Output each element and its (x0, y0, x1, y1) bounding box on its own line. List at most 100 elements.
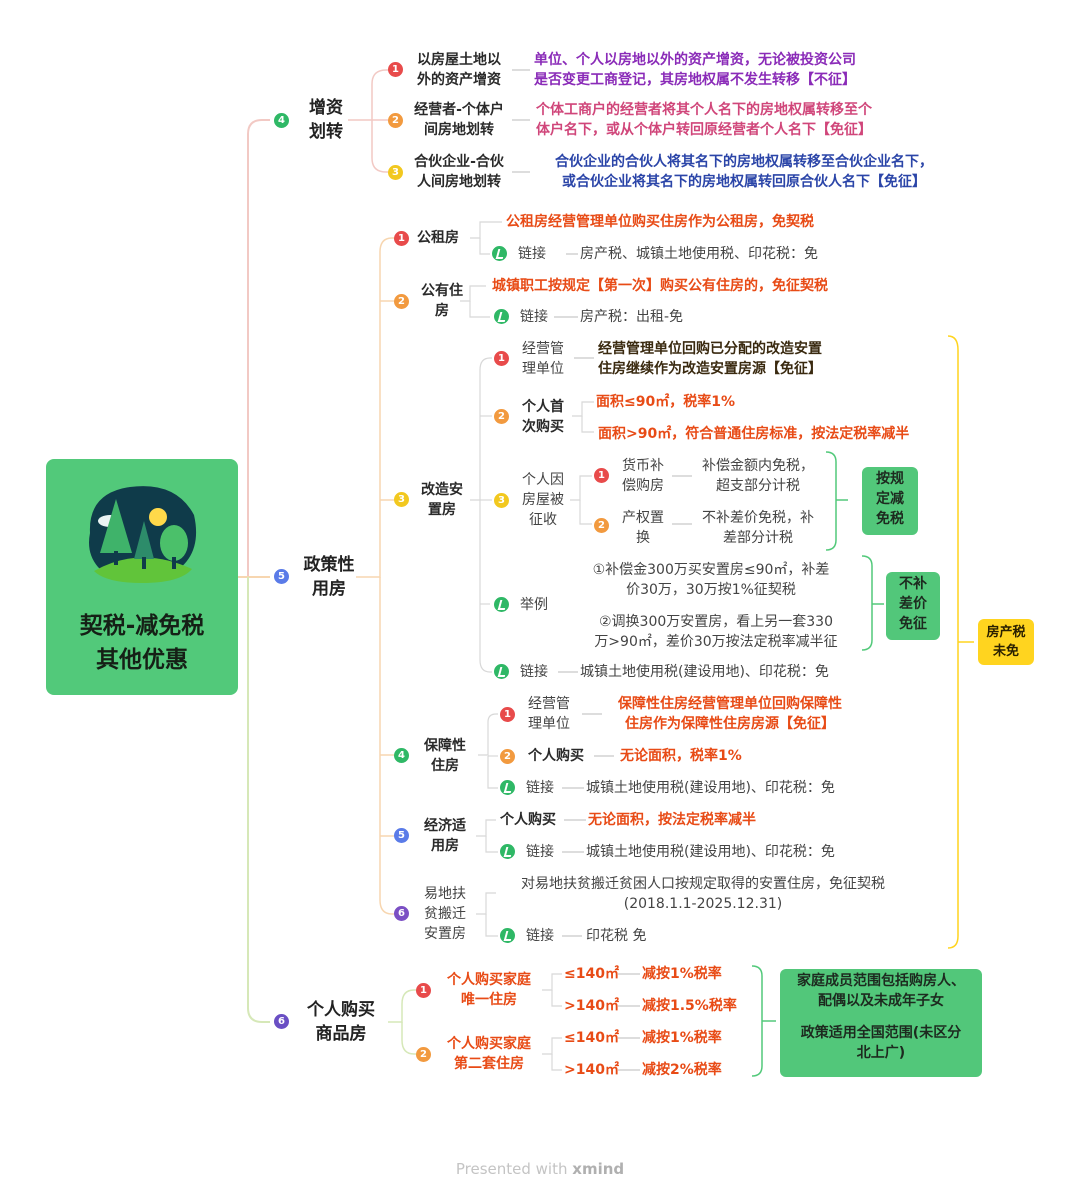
branch-6-topic[interactable]: 个人购买 商品房 (296, 998, 386, 1046)
branch-4-topic[interactable]: 增资 划转 (296, 96, 356, 144)
s3-link-icon (494, 664, 509, 679)
b6-p2-badge: 2 (416, 1047, 431, 1062)
s3-label-line2: 置房 (414, 500, 470, 520)
s2-label-line2: 房 (414, 301, 470, 321)
branch-6-number-badge: 6 (274, 1014, 289, 1029)
s6-link-label[interactable]: 链接 (526, 926, 554, 946)
property-tax-not-exempt-note: 房产税 未免 (978, 619, 1034, 665)
b6-p1-label[interactable]: 个人购买家庭 唯一住房 (436, 970, 542, 1010)
s1-link-text: 房产税、城镇土地使用税、印花税：免 (580, 244, 818, 264)
s5-buy-label[interactable]: 个人购买 (500, 810, 556, 830)
s5-label[interactable]: 经济适 用房 (414, 816, 476, 856)
b6-p2-label-line1: 个人购买家庭 (436, 1034, 542, 1054)
b4-item2-label-line1: 经营者-个体户 (404, 100, 514, 120)
s4-link-label[interactable]: 链接 (526, 778, 554, 798)
s1-label[interactable]: 公租房 (417, 228, 459, 248)
s3-badge: 3 (394, 492, 409, 507)
s4-label[interactable]: 保障性 住房 (414, 736, 476, 776)
s4a-desc-line2: 住房作为保障性住房房源【免征】 (604, 714, 856, 734)
s3c1-label[interactable]: 货币补 偿购房 (614, 456, 672, 496)
no-difference-exempt-box: 不补 差价 免征 (886, 572, 940, 640)
b4-item2-desc-line1: 个体工商户的经营者将其个人名下的房地权属转移至个 (536, 100, 872, 120)
s2-link-label[interactable]: 链接 (520, 307, 548, 327)
s4a-label[interactable]: 经营管 理单位 (520, 694, 578, 734)
b4-item1-label[interactable]: 以房屋土地以 外的资产增资 (404, 50, 514, 90)
s3-example-icon (494, 597, 509, 612)
s3-link-label[interactable]: 链接 (520, 662, 548, 682)
b6-p2-rate-a: 减按1%税率 (642, 1028, 722, 1048)
b4-item1-desc-line1: 单位、个人以房地以外的资产增资，无论被投资公司 (534, 50, 856, 70)
s5-link-text: 城镇土地使用税(建设用地)、印花税：免 (586, 842, 835, 862)
s6-label[interactable]: 易地扶 贫搬迁 安置房 (414, 884, 476, 944)
s6-desc-line1: 对易地扶贫搬迁贫困人口按规定取得的安置住房，免征契税 (498, 874, 908, 894)
b4-item2-desc-line2: 体户名下，或从个体户转回原经营者个人名下【免征】 (536, 120, 872, 140)
no-difference-exempt-box-line1: 不补 (886, 574, 940, 594)
reduction-rule-box-line3: 免税 (862, 509, 918, 529)
reduction-rule-box-line1: 按规 (862, 469, 918, 489)
reduction-rule-box-line2: 定减 (862, 489, 918, 509)
s3a-label[interactable]: 经营管 理单位 (514, 339, 572, 379)
s5-label-line1: 经济适 (414, 816, 476, 836)
s5-link-label[interactable]: 链接 (526, 842, 554, 862)
s1-desc: 公租房经营管理单位购买住房作为公租房，免契税 (506, 212, 814, 232)
s3-example-1: ①补偿金300万买安置房≤90㎡，补差 价30万，30万按1%征契税 (578, 560, 844, 600)
forest-logo-icon (80, 481, 204, 587)
s3-example-1-line2: 价30万，30万按1%征契税 (578, 580, 844, 600)
s3a-label-line2: 理单位 (514, 359, 572, 379)
s3c-label[interactable]: 个人因 房屋被 征收 (514, 470, 572, 530)
b4-item2-label-line2: 间房地划转 (404, 120, 514, 140)
b6-p1-rate-a: 减按1%税率 (642, 964, 722, 984)
b4-item2-desc: 个体工商户的经营者将其个人名下的房地权属转移至个 体户名下，或从个体户转回原经营… (536, 100, 872, 140)
s3-example-1-line1: ①补偿金300万买安置房≤90㎡，补差 (578, 560, 844, 580)
branch-5-number-badge: 5 (274, 569, 289, 584)
s4-badge: 4 (394, 748, 409, 763)
s3a-badge: 1 (494, 351, 509, 366)
family-scope-note-line1: 家庭成员范围包括购房人、 (780, 971, 982, 991)
s2-label[interactable]: 公有住 房 (414, 281, 470, 321)
b6-p2-label-line2: 第二套住房 (436, 1054, 542, 1074)
b4-item3-desc-line2: 或合伙企业将其名下的房地权属转回原合伙人名下【免征】 (534, 172, 954, 192)
s3c2-label-line1: 产权置 (614, 508, 672, 528)
s2-label-line1: 公有住 (414, 281, 470, 301)
b4-item1-label-line2: 外的资产增资 (404, 70, 514, 90)
s6-label-line2: 贫搬迁 (414, 904, 476, 924)
s3a-desc: 经营管理单位回购已分配的改造安置 住房继续作为改造安置房源【免征】 (598, 339, 822, 379)
s6-desc-line2: (2018.1.1-2025.12.31) (498, 894, 908, 914)
b6-p1-area-a: ≤140㎡ (564, 964, 619, 984)
b4-item2-label[interactable]: 经营者-个体户 间房地划转 (404, 100, 514, 140)
b4-item1-desc-line2: 是否变更工商登记，其房地权属不发生转移【不征】 (534, 70, 856, 90)
s3b-badge: 2 (494, 409, 509, 424)
branch-5-topic[interactable]: 政策性 用房 (294, 553, 364, 601)
s4-link-text: 城镇土地使用税(建设用地)、印花税：免 (586, 778, 835, 798)
b6-p2-label[interactable]: 个人购买家庭 第二套住房 (436, 1034, 542, 1074)
family-scope-note-box: 家庭成员范围包括购房人、 配偶以及未成年子女 政策适用全国范围(未区分 北上广) (780, 969, 982, 1077)
s2-link-text: 房产税：出租-免 (580, 307, 683, 327)
branch-4-label-line2: 划转 (296, 120, 356, 144)
s4b-label[interactable]: 个人购买 (528, 746, 584, 766)
s1-badge: 1 (394, 231, 409, 246)
b4-item3-label[interactable]: 合伙企业-合伙 人间房地划转 (404, 152, 514, 192)
s3c2-label[interactable]: 产权置 换 (614, 508, 672, 548)
s2-badge: 2 (394, 294, 409, 309)
b4-item1-desc: 单位、个人以房地以外的资产增资，无论被投资公司 是否变更工商登记，其房地权属不发… (534, 50, 856, 90)
s1-link-label[interactable]: 链接 (518, 244, 546, 264)
xmind-watermark: Presented with xmind (0, 1160, 1080, 1178)
s3b-label[interactable]: 个人首 次购买 (514, 397, 572, 437)
property-tax-note-line1: 房产税 (978, 619, 1034, 642)
s3c1-badge: 1 (594, 468, 609, 483)
s2-link-icon (494, 309, 509, 324)
s5-label-line2: 用房 (414, 836, 476, 856)
s5-link-icon (500, 844, 515, 859)
s3c2-desc-line1: 不补差价免税，补 (694, 508, 822, 528)
s4a-desc-line1: 保障性住房经营管理单位回购保障性 (604, 694, 856, 714)
s4a-desc: 保障性住房经营管理单位回购保障性 住房作为保障性住房房源【免征】 (604, 694, 856, 734)
s3-example-label[interactable]: 举例 (520, 595, 548, 615)
root-topic[interactable]: 契税-减免税 其他优惠 (46, 459, 238, 695)
s3c1-label-line2: 偿购房 (614, 476, 672, 496)
b6-p1-area-b: >140㎡ (564, 996, 619, 1016)
s2-desc: 城镇职工按规定【第一次】购买公有住房的，免征契税 (492, 276, 828, 296)
s3-label[interactable]: 改造安 置房 (414, 480, 470, 520)
watermark-prefix: Presented with (456, 1160, 568, 1178)
s3a-label-line1: 经营管 (514, 339, 572, 359)
b6-p1-label-line1: 个人购买家庭 (436, 970, 542, 990)
